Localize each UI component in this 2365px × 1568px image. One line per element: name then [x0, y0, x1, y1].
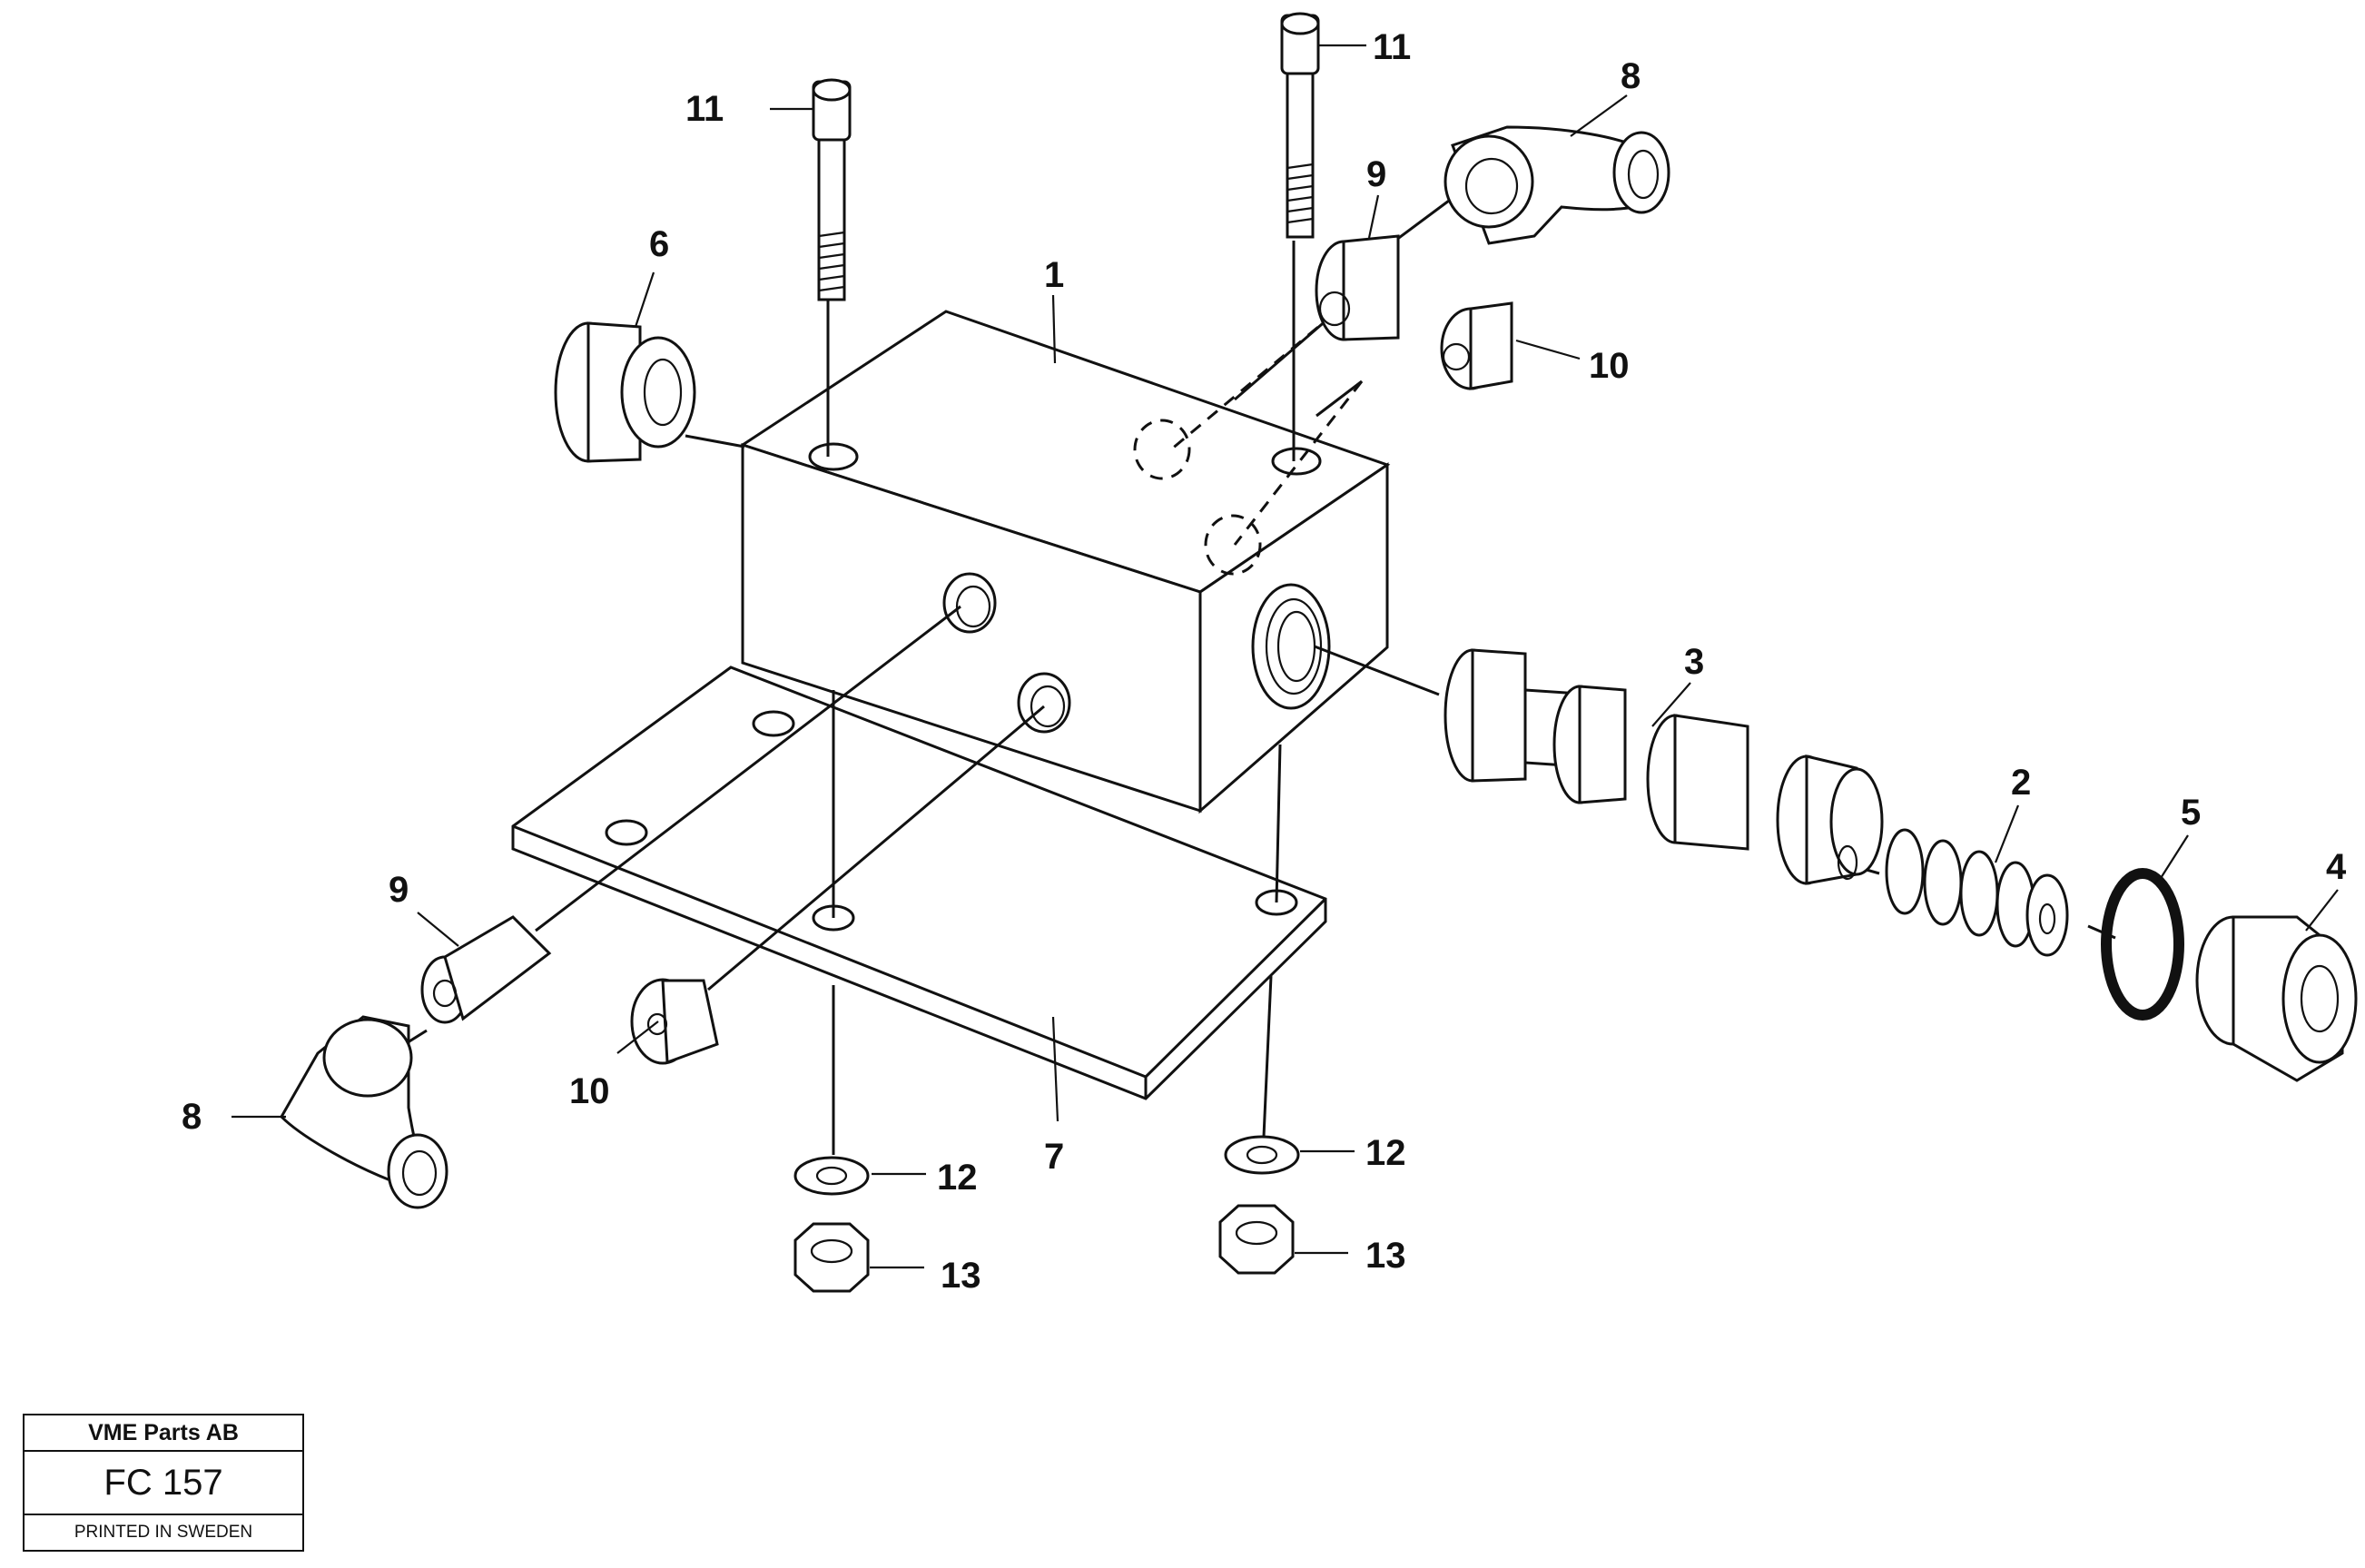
- cap-screw-right: [1280, 12, 1320, 239]
- washer-12-left: [793, 1156, 870, 1196]
- callout-11-right: 11: [1373, 27, 1411, 67]
- nipple-9-top: [1315, 234, 1400, 341]
- valve-block: [739, 310, 1391, 814]
- nipple-9-bottom: [420, 915, 552, 1024]
- nut-13-right: [1218, 1204, 1295, 1275]
- callout-13-right: 13: [1365, 1236, 1406, 1276]
- callouts: 1 2 3 4 5 6 7 8 8 9 9 10 10 11 11 12 12 …: [182, 27, 2347, 1296]
- callout-5: 5: [2181, 793, 2201, 833]
- callout-8-bottom: 8: [182, 1097, 202, 1137]
- callout-9-top: 9: [1366, 154, 1386, 194]
- spring-2: [1885, 828, 2069, 957]
- spool-3: [1444, 648, 1884, 885]
- callout-13-left: 13: [941, 1256, 981, 1296]
- callout-1: 1: [1044, 255, 1064, 295]
- callout-12-right: 12: [1365, 1133, 1406, 1173]
- callout-9-bottom: 9: [389, 870, 409, 910]
- nut-13-left: [793, 1222, 870, 1293]
- plug-10-bottom: [630, 978, 719, 1065]
- elbow-8-bottom: [280, 1015, 448, 1209]
- o-ring-5: [2101, 868, 2184, 1021]
- figure-code: FC 157: [25, 1452, 302, 1515]
- plug-4: [2195, 915, 2358, 1082]
- leader-lines: [232, 44, 2339, 1269]
- callout-6: 6: [649, 224, 669, 264]
- assembly-lines: [389, 196, 2234, 1155]
- washer-12-right: [1224, 1135, 1300, 1175]
- callout-10-top: 10: [1589, 346, 1630, 386]
- plug-10-top: [1440, 301, 1513, 390]
- mounting-plate: [511, 666, 1327, 1100]
- printed-note: PRINTED IN SWEDEN: [74, 1523, 253, 1542]
- callout-10-bottom: 10: [569, 1071, 610, 1111]
- cap-screw-left: [812, 78, 852, 301]
- company-name: VME Parts AB: [25, 1415, 302, 1452]
- plug-6: [554, 321, 696, 463]
- callout-8-top: 8: [1621, 56, 1641, 96]
- callout-4: 4: [2326, 847, 2347, 887]
- callout-12-left: 12: [937, 1158, 978, 1198]
- callout-11-left: 11: [685, 89, 724, 129]
- callout-7: 7: [1044, 1137, 1064, 1177]
- callout-2: 2: [2011, 763, 2031, 803]
- callout-3: 3: [1684, 642, 1704, 682]
- title-block: VME Parts AB FC 157 PRINTED IN SWEDEN: [23, 1414, 304, 1552]
- elbow-8-top: [1444, 125, 1670, 245]
